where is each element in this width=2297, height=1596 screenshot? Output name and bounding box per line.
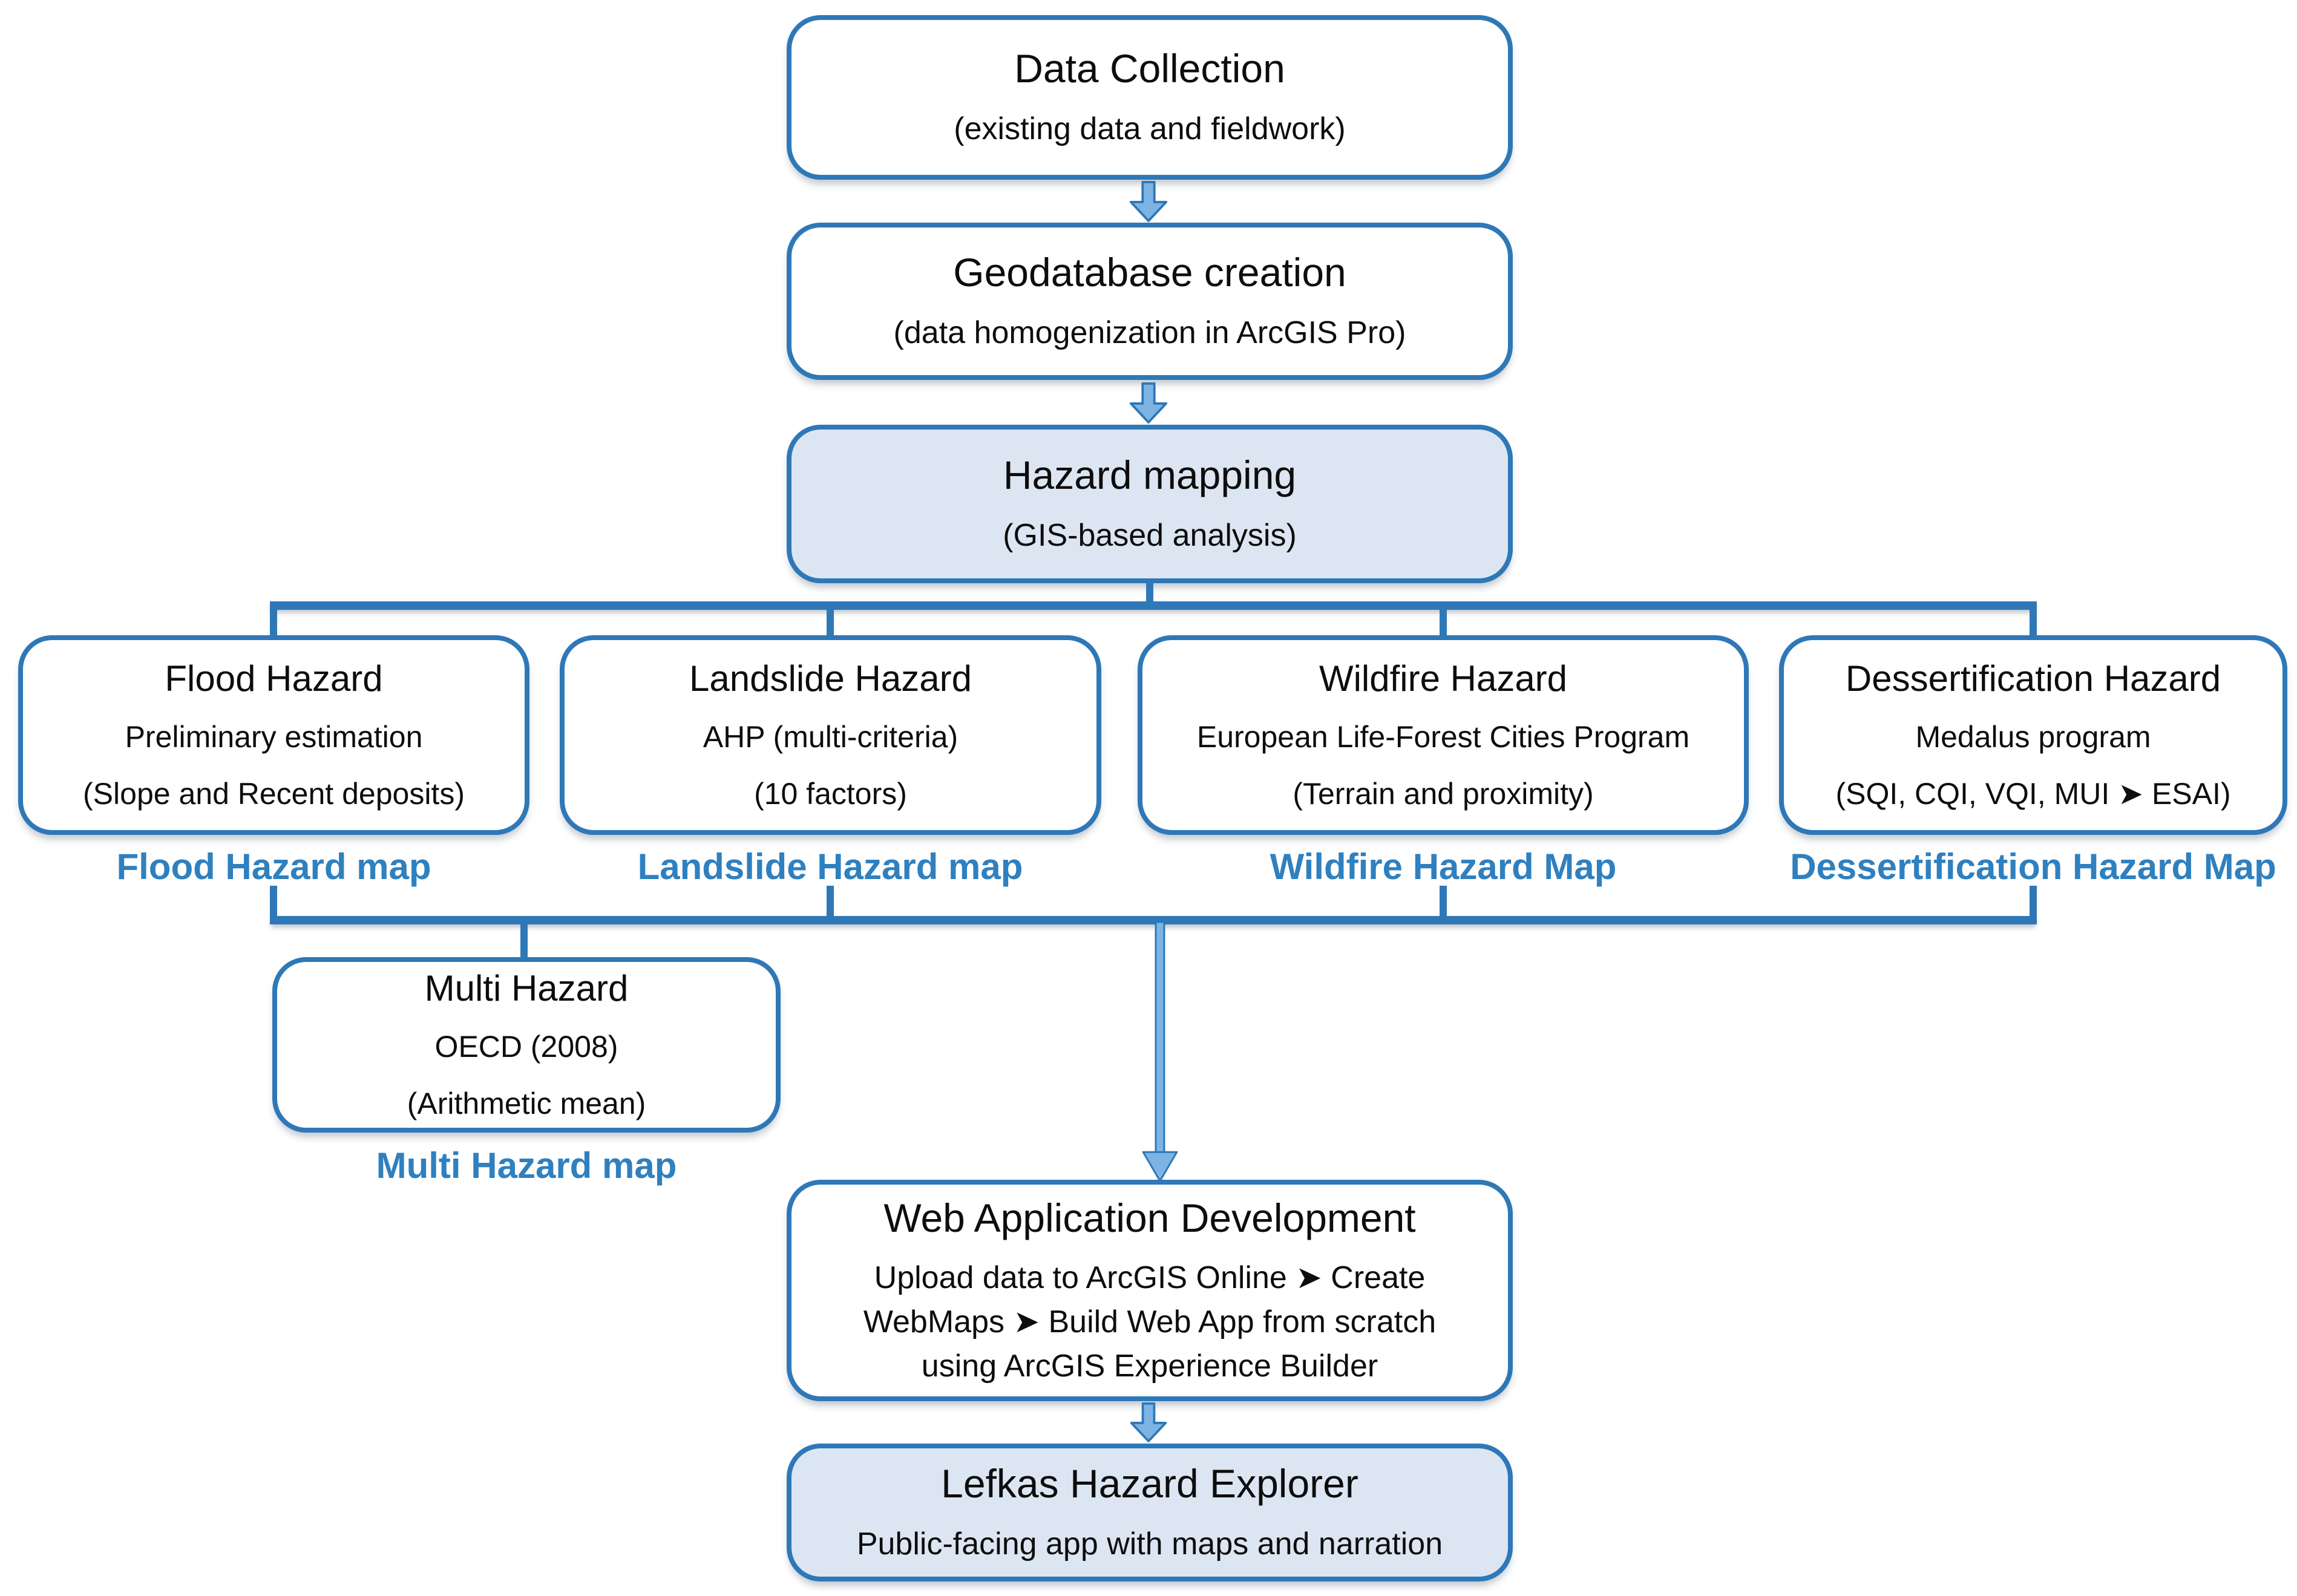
node-geodatabase-creation: Geodatabase creation (data homogenizatio… (787, 223, 1513, 380)
node-subtitle: (existing data and fieldwork) (954, 111, 1346, 146)
connector-landslide-up (827, 886, 834, 917)
connector-bottom-bus (270, 916, 2037, 924)
connector-wildfire-up (1440, 886, 1447, 917)
node-subtitle-line1: AHP (multi-criteria) (703, 719, 958, 754)
connector-flood-drop (270, 609, 277, 638)
node-landslide-hazard: Landslide Hazard AHP (multi-criteria) (1… (560, 635, 1101, 835)
node-subtitle-line2: (Arithmetic mean) (407, 1086, 646, 1120)
connector-hazard-mapping-drop (1146, 580, 1153, 604)
node-subtitle-line1: Preliminary estimation (125, 719, 423, 754)
node-subtitle-line2: (SQI, CQI, VQI, MUI ➤ ESAI) (1835, 776, 2231, 811)
connector-dessertification-drop (2030, 609, 2037, 638)
connector-top-bus (270, 601, 2037, 610)
connector-dessertification-up (2030, 886, 2037, 917)
node-title: Dessertification Hazard (1845, 658, 2221, 699)
node-subtitle-line1: European Life-Forest Cities Program (1196, 719, 1690, 754)
node-title: Geodatabase creation (953, 250, 1346, 295)
multi-hazard-map-label: Multi Hazard map (376, 1145, 677, 1186)
node-subtitle-line2: (10 factors) (754, 776, 907, 811)
node-title: Flood Hazard (165, 658, 383, 699)
long-down-arrow-icon (1142, 922, 1178, 1182)
node-title: Landslide Hazard (689, 658, 972, 699)
connector-multi-hazard-drop (520, 923, 528, 958)
node-subtitle-line2: (Slope and Recent deposits) (83, 776, 465, 811)
node-title: Lefkas Hazard Explorer (941, 1461, 1358, 1506)
node-subtitle-line1: OECD (2008) (434, 1029, 618, 1064)
down-arrow-icon (1129, 382, 1168, 424)
node-subtitle-line2: (Terrain and proximity) (1293, 776, 1594, 811)
node-title: Multi Hazard (424, 967, 629, 1009)
node-title: Wildfire Hazard (1319, 658, 1568, 699)
node-subtitle: (data homogenization in ArcGIS Pro) (893, 315, 1406, 350)
node-subtitle: Public-facing app with maps and narratio… (856, 1526, 1443, 1562)
node-dessertification-hazard: Dessertification Hazard Medalus program … (1779, 635, 2287, 835)
node-subtitle: Upload data to ArcGIS Online ➤ Create We… (863, 1260, 1437, 1384)
node-title: Web Application Development (883, 1195, 1416, 1240)
node-lefkas-hazard-explorer: Lefkas Hazard Explorer Public-facing app… (787, 1444, 1513, 1581)
node-hazard-mapping: Hazard mapping (GIS-based analysis) (787, 425, 1513, 583)
node-data-collection: Data Collection (existing data and field… (787, 15, 1513, 180)
connector-wildfire-drop (1440, 609, 1447, 638)
node-subtitle-line1: Medalus program (1915, 719, 2151, 754)
node-web-application-development: Web Application Development Upload data … (787, 1180, 1513, 1401)
down-arrow-icon (1129, 181, 1168, 222)
node-title: Hazard mapping (1003, 453, 1297, 498)
wildfire-hazard-map-label: Wildfire Hazard Map (1270, 846, 1617, 887)
dessertification-hazard-map-label: Dessertification Hazard Map (1790, 846, 2276, 887)
node-multi-hazard: Multi Hazard OECD (2008) (Arithmetic mea… (272, 957, 781, 1133)
node-title: Data Collection (1014, 46, 1285, 91)
flood-hazard-map-label: Flood Hazard map (116, 846, 431, 887)
node-subtitle: (GIS-based analysis) (1003, 517, 1297, 553)
connector-landslide-drop (827, 609, 834, 638)
landslide-hazard-map-label: Landslide Hazard map (637, 846, 1023, 887)
down-arrow-icon (1130, 1402, 1167, 1442)
node-wildfire-hazard: Wildfire Hazard European Life-Forest Cit… (1138, 635, 1749, 835)
connector-flood-up (270, 886, 277, 917)
node-flood-hazard: Flood Hazard Preliminary estimation (Slo… (18, 635, 529, 835)
